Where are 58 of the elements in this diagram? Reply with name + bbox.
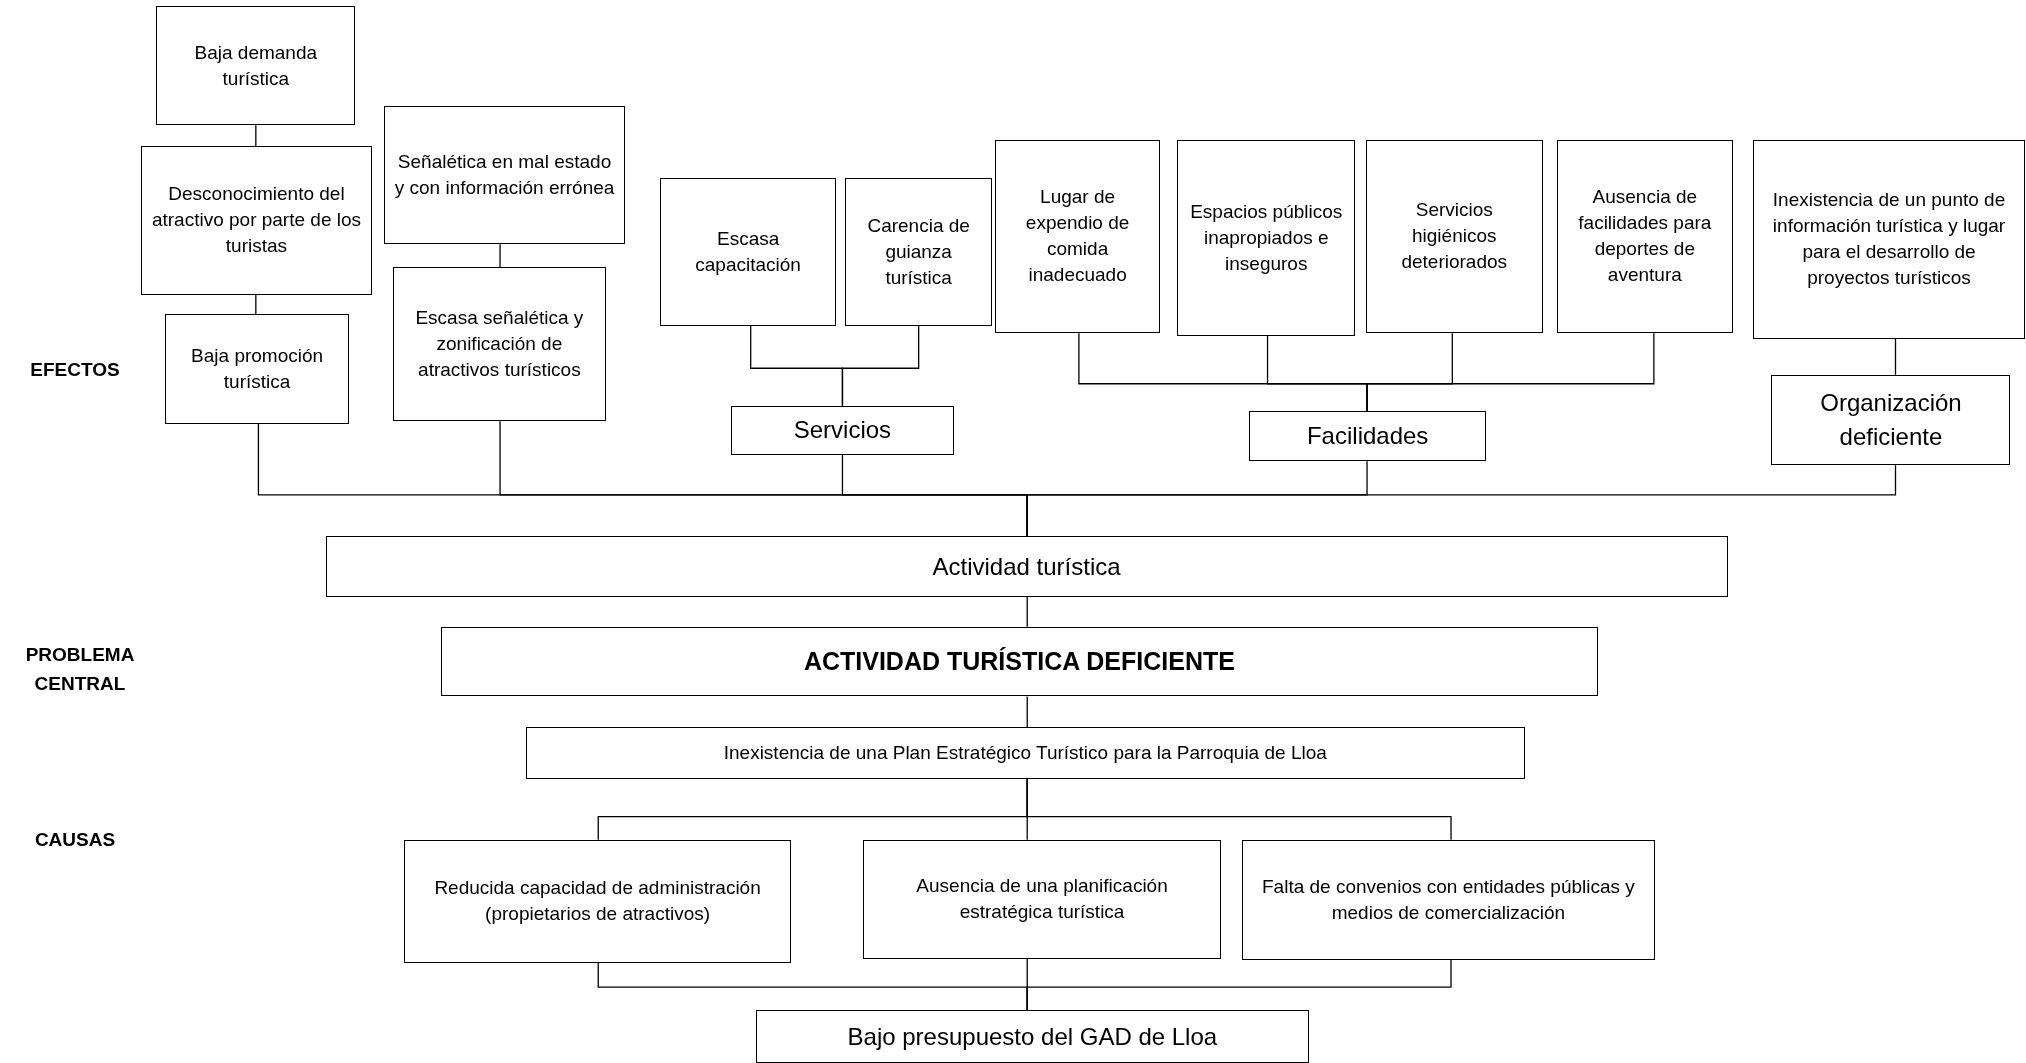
box-text: Ausencia de una planificación estratégica turística	[915, 874, 1169, 925]
tree-box	[1771, 374, 2011, 466]
tree-box	[165, 313, 349, 424]
tree-box	[755, 1010, 1309, 1063]
tree-box	[525, 727, 1525, 780]
box-text: ACTIVIDAD TURÍSTICA DEFICIENTE	[803, 646, 1235, 678]
box-text: Escasa señalética y zonificación de atractivos turísticos	[414, 306, 585, 383]
tree-box	[1249, 410, 1486, 462]
tree-box	[660, 178, 836, 326]
section-label: PROBLEMA CENTRAL	[24, 643, 136, 697]
tree-box	[1365, 139, 1543, 334]
box-text: Organización deficiente	[1819, 388, 1963, 452]
box-text: Falta de convenios con entidades públicas y medios de comercialización	[1261, 874, 1636, 925]
box-text: Bajo presupuesto del GAD de Lloa	[847, 1022, 1218, 1053]
tree-box	[392, 267, 606, 422]
tree-box	[1241, 839, 1656, 960]
box-text: Baja demanda turística	[193, 40, 319, 91]
connector-line	[1026, 778, 1452, 841]
section-label: CAUSAS	[33, 828, 117, 852]
connector-line	[255, 124, 257, 147]
tree-box	[325, 536, 1728, 597]
box-text: Inexistencia de un punto de información turística y lugar para el desarrollo de proyectos turísticos	[1771, 188, 2007, 291]
connector-line	[499, 243, 501, 269]
tree-box	[731, 405, 954, 455]
box-text: Baja promoción turística	[190, 343, 325, 394]
central-problem-box	[440, 626, 1599, 697]
box-text: Escasa capacitación	[694, 226, 802, 277]
tree-box	[1177, 139, 1356, 336]
tree-box	[156, 6, 356, 126]
tree-box	[383, 105, 626, 245]
box-text: Actividad turística	[932, 551, 1121, 582]
box-text: Servicios	[793, 415, 892, 446]
tree-box	[845, 178, 993, 326]
connector-line	[1366, 332, 1655, 412]
connector-line	[1026, 959, 1452, 1012]
box-text: Reducida capacidad de administración (propietarios de atractivos)	[433, 876, 762, 927]
tree-box	[1556, 139, 1733, 334]
box-text: Carencia de guianza turística	[866, 213, 971, 290]
connector-line	[1894, 337, 1897, 376]
connector-line	[1026, 695, 1028, 729]
box-text: Ausencia de facilidades para deportes de aventura	[1577, 185, 1713, 288]
connector-line	[1026, 596, 1028, 628]
box-text: Lugar de expendio de comida inadecuado	[1024, 185, 1131, 288]
box-text: Señalética en mal estado y con información errónea	[393, 150, 616, 201]
box-text: Espacios públicos inapropiados e inseguros	[1189, 199, 1344, 276]
box-text: Servicios higiénicos deteriorados	[1400, 198, 1509, 275]
box-text: Facilidades	[1306, 421, 1429, 452]
box-text: Inexistencia de una Plan Estratégico Turístico para la Parroquia de Lloa	[723, 741, 1327, 766]
tree-box	[404, 839, 791, 963]
connector-line	[1026, 464, 1897, 537]
box-text: Desconocimiento del atractivo por parte de los turistas	[150, 182, 363, 259]
tree-box	[863, 839, 1221, 959]
connector-line	[255, 293, 257, 315]
section-label: EFECTOS	[29, 358, 121, 382]
connector-line	[841, 324, 920, 407]
tree-box	[1753, 139, 2025, 339]
tree-box	[140, 146, 373, 295]
tree-box	[994, 139, 1161, 334]
